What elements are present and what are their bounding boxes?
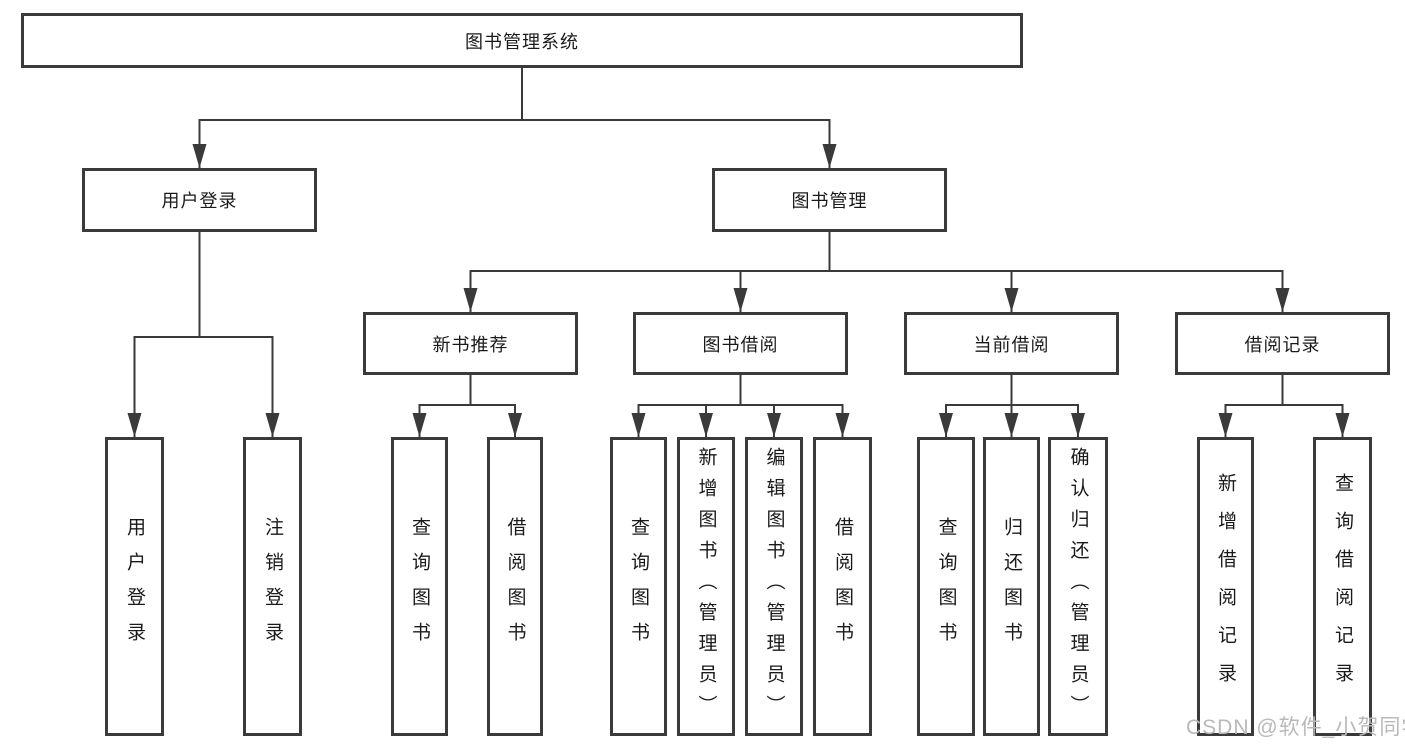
leaf-label: 查询图书 [935,516,957,657]
node-label: 图书借阅 [702,334,779,355]
leaf-add-book-admin: 新增图书（管理员） [677,437,735,736]
node-label: 用户登录 [161,191,238,211]
leaf-label: 借阅图书 [832,516,853,657]
edges-book-management-to-level3 [463,231,1290,312]
csdn-watermark: CSDN @软件_小贺同学 [1186,716,1405,739]
node-label: 图书管理系统 [465,31,579,52]
edges-level3-stems [469,374,1284,406]
leaf-label: 编辑图书（管理员） [763,447,785,726]
node-label: 当前借阅 [973,334,1050,355]
leaf-logout-login: 注销登录 [243,437,302,736]
leaf-edit-book-admin: 编辑图书（管理员） [745,437,803,736]
leaf-label: 新增图书（管理员） [695,447,717,726]
edges-book-borrow-group [631,404,850,437]
leaf-query-borrow-record: 查询借阅记录 [1313,437,1372,736]
leaf-query-books-recommend: 查询图书 [391,437,448,736]
leaf-user-login: 用户登录 [105,437,164,736]
node-label: 图书管理 [791,191,868,211]
edges-new-book-recommend-group [412,404,522,437]
leaf-query-books-borrow: 查询图书 [610,437,667,736]
node-book-borrow: 图书借阅 [633,312,848,375]
node-book-management: 图书管理 [712,168,947,232]
leaf-label: 归还图书 [1001,516,1022,657]
node-user-login: 用户登录 [82,168,317,232]
node-new-book-recommend: 新书推荐 [363,312,578,375]
leaf-label: 新增借阅记录 [1215,472,1236,701]
leaf-label: 查询图书 [409,516,430,657]
node-library-management-system: 图书管理系统 [21,13,1023,68]
leaf-borrow-books-borrow: 借阅图书 [813,437,872,736]
edges-user-login-group [127,231,280,437]
leaf-borrow-books-recommend: 借阅图书 [487,437,543,736]
edges-current-borrow-group [939,404,1085,437]
leaf-label: 注销登录 [262,516,283,657]
node-label: 借阅记录 [1244,334,1321,355]
node-label: 新书推荐 [432,334,509,355]
node-borrow-records: 借阅记录 [1175,312,1390,375]
leaf-confirm-return-admin: 确认归还（管理员） [1048,437,1108,736]
leaf-add-borrow-record: 新增借阅记录 [1197,437,1254,736]
edges-borrow-records-group [1218,404,1350,437]
leaf-label: 借阅图书 [504,516,526,657]
leaf-label: 查询图书 [628,516,649,657]
leaf-label: 用户登录 [124,516,145,657]
leaf-label: 查询借阅记录 [1332,472,1353,701]
node-current-borrow: 当前借阅 [904,312,1119,375]
leaf-return-books: 归还图书 [983,437,1040,736]
edges-root-to-level2 [192,68,837,168]
leaf-label: 确认归还（管理员） [1067,447,1089,726]
leaf-query-books-current: 查询图书 [917,437,975,736]
